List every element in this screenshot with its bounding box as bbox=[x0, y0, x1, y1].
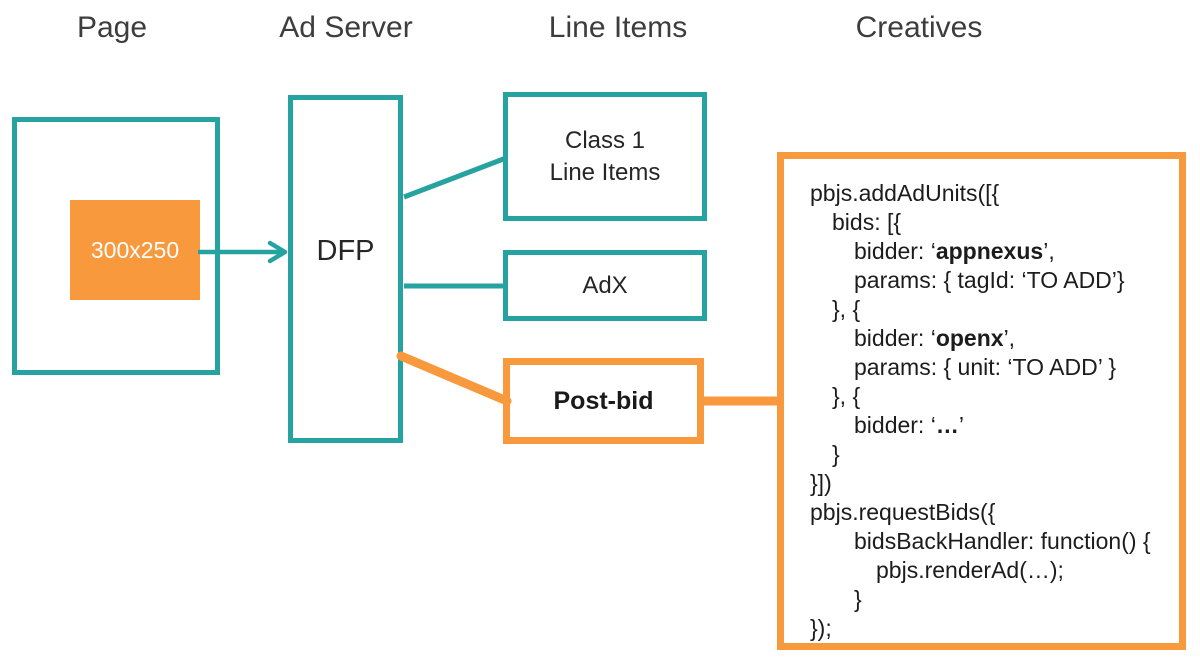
class1-line-items-node: Class 1 Line Items bbox=[503, 92, 707, 221]
prebid-code-block: pbjs.addAdUnits([{ bids: [{ bidder: ‘appne… bbox=[810, 179, 1173, 643]
code-line: bids: [{ bbox=[832, 209, 902, 235]
code-line: params: { unit: ‘TO ADD’ } bbox=[854, 354, 1117, 380]
dfp-node: DFP bbox=[288, 95, 403, 443]
code-line: bidder: ‘appnexus’, bbox=[854, 238, 1055, 264]
dfp-label: DFP bbox=[316, 234, 375, 267]
column-header-creatives: Creatives bbox=[855, 11, 983, 44]
code-line: }); bbox=[810, 615, 832, 641]
class1-label-line1: Class 1 bbox=[564, 126, 646, 154]
code-line: bidder: ‘…’ bbox=[854, 412, 964, 438]
creatives-code-node: pbjs.addAdUnits([{ bids: [{ bidder: ‘appne… bbox=[777, 152, 1186, 650]
code-line: pbjs.addAdUnits([{ bbox=[810, 180, 1000, 206]
code-line: }]) bbox=[810, 470, 832, 496]
adx-label: AdX bbox=[582, 271, 628, 299]
code-line: bidder: ‘openx’, bbox=[854, 325, 1016, 351]
slot-to-dfp-arrowhead-icon bbox=[267, 240, 288, 264]
code-line: } bbox=[832, 441, 840, 467]
post-bid-node: Post-bid bbox=[503, 358, 704, 444]
code-line: pbjs.renderAd(…); bbox=[876, 557, 1064, 583]
column-header-line-items: Line Items bbox=[548, 11, 688, 44]
post-bid-label: Post-bid bbox=[553, 386, 654, 415]
dfp-to-postbid-connector bbox=[396, 351, 512, 406]
ad-slot-node: 300x250 bbox=[70, 200, 200, 300]
code-line: } bbox=[854, 586, 862, 612]
code-line: params: { tagId: ‘TO ADD’} bbox=[854, 267, 1125, 293]
code-line: bidsBackHandler: function() { bbox=[854, 528, 1151, 554]
code-line: pbjs.requestBids({ bbox=[810, 499, 996, 525]
class1-label-line2: Line Items bbox=[549, 158, 661, 186]
code-line: }, { bbox=[832, 383, 861, 409]
code-line: }, { bbox=[832, 296, 861, 322]
adx-node: AdX bbox=[503, 250, 707, 321]
column-header-ad-server: Ad Server bbox=[279, 11, 413, 44]
ad-slot-label: 300x250 bbox=[90, 236, 180, 263]
column-header-page: Page bbox=[76, 11, 148, 44]
dfp-to-class1-connector bbox=[403, 155, 507, 200]
